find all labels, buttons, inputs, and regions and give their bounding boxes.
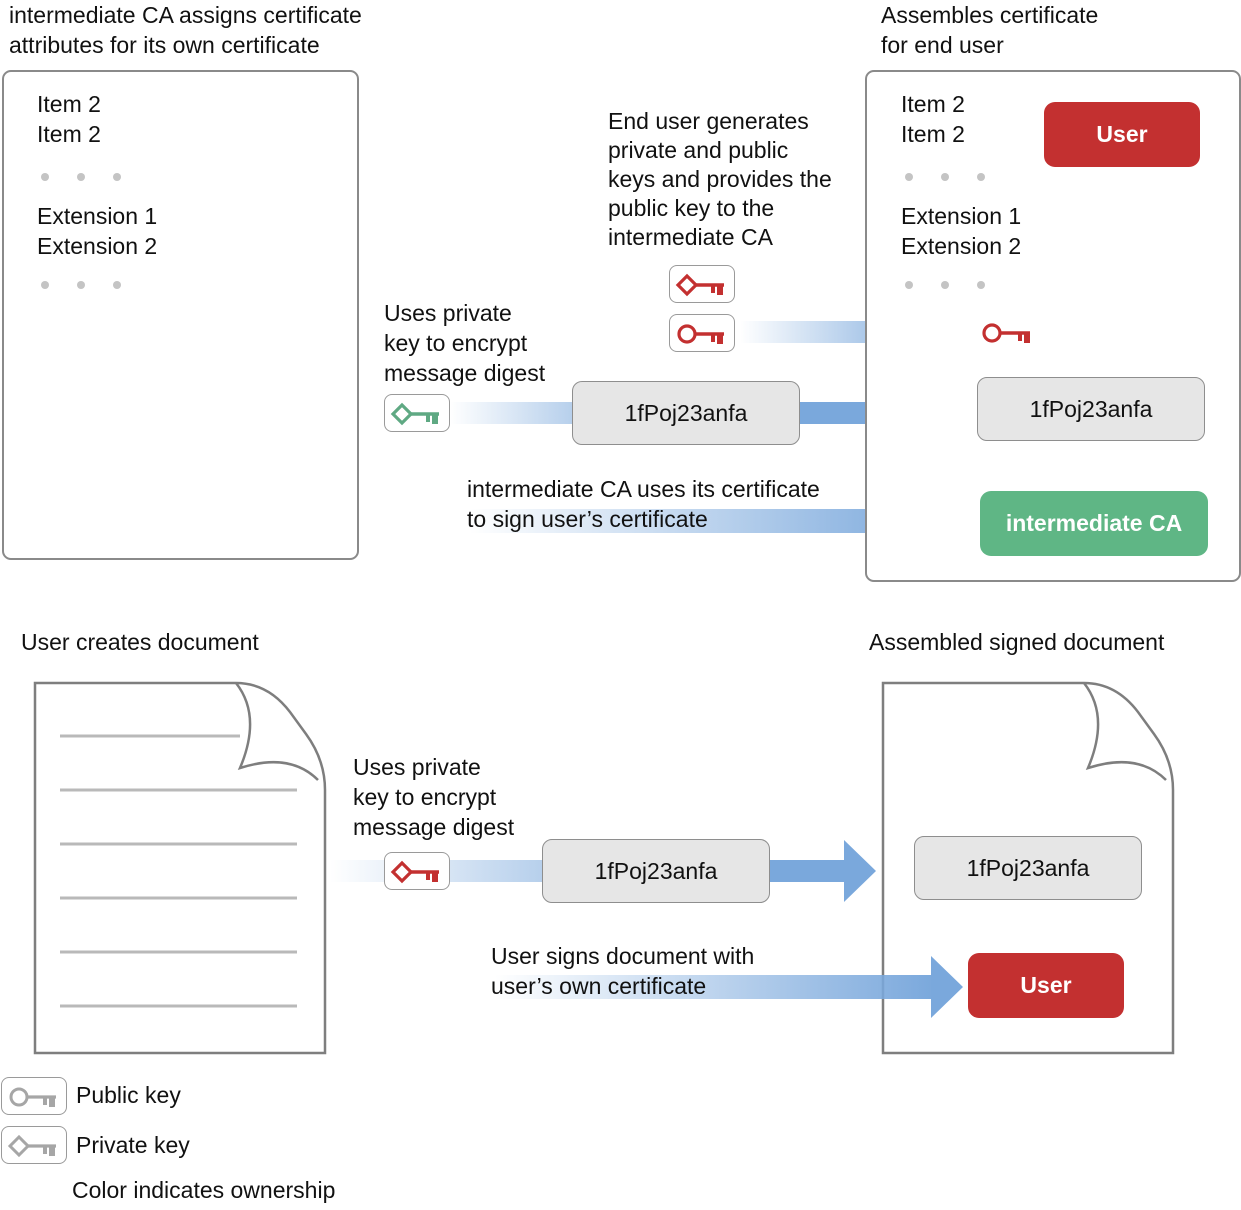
private-key-icon <box>669 265 735 303</box>
private-key-icon <box>384 852 450 890</box>
user-badge: User <box>1044 102 1200 167</box>
assembled-caption: Assembled signed document <box>869 629 1165 655</box>
ca-encrypt-note: Uses private key to encrypt message dige… <box>384 300 546 386</box>
legend-ownership-note: Color indicates ownership <box>72 1177 336 1203</box>
public-key-icon <box>1 1077 67 1115</box>
user-sign-arrow <box>495 956 963 1018</box>
ca-certificate-box: Item 2 Item 2 Extension 1 Extension 2 <box>2 70 359 560</box>
user-encrypt-note: Uses private key to encrypt message dige… <box>353 754 515 840</box>
ca-attributes-caption: intermediate CA assigns certificate attr… <box>9 2 362 58</box>
item-label: Item 2 <box>901 91 965 117</box>
user-sign-note: User signs document with user’s own cert… <box>491 943 755 999</box>
extension-label: Extension 1 <box>901 203 1022 229</box>
ellipsis-dots <box>905 173 985 181</box>
private-key-icon <box>384 394 450 432</box>
ca-sign-note: intermediate CA uses its certificate to … <box>467 476 820 532</box>
document-icon <box>33 681 327 1055</box>
extension-label: Extension 2 <box>37 233 158 259</box>
legend-private-key: Private key <box>76 1132 190 1158</box>
ellipsis-dots <box>41 281 121 289</box>
item-label: Item 2 <box>37 121 101 147</box>
assemble-caption: Assembles certificate for end user <box>881 2 1099 58</box>
bottom-digest-arrow-out <box>768 840 876 902</box>
digest-pill: 1fPoj23anfa <box>572 381 800 445</box>
item-label: Item 2 <box>901 121 965 147</box>
extension-label: Extension 2 <box>901 233 1022 259</box>
signed-digest-pill: 1fPoj23anfa <box>914 836 1142 900</box>
extension-label: Extension 1 <box>37 203 158 229</box>
legend-public-key: Public key <box>76 1082 181 1108</box>
private-key-icon <box>1 1126 67 1164</box>
user-creates-caption: User creates document <box>21 629 259 655</box>
user-badge: User <box>968 953 1124 1018</box>
intermediate-ca-badge: intermediate CA <box>980 491 1208 556</box>
digest-pill: 1fPoj23anfa <box>977 377 1205 441</box>
end-user-keys-note: End user generates private and public ke… <box>608 108 832 250</box>
top-digest-arrow-in <box>450 402 574 424</box>
ellipsis-dots <box>905 281 985 289</box>
ellipsis-dots <box>41 173 121 181</box>
digest-pill: 1fPoj23anfa <box>542 839 770 903</box>
public-key-icon <box>669 314 735 352</box>
public-key-icon <box>978 314 1044 352</box>
item-label: Item 2 <box>37 91 101 117</box>
